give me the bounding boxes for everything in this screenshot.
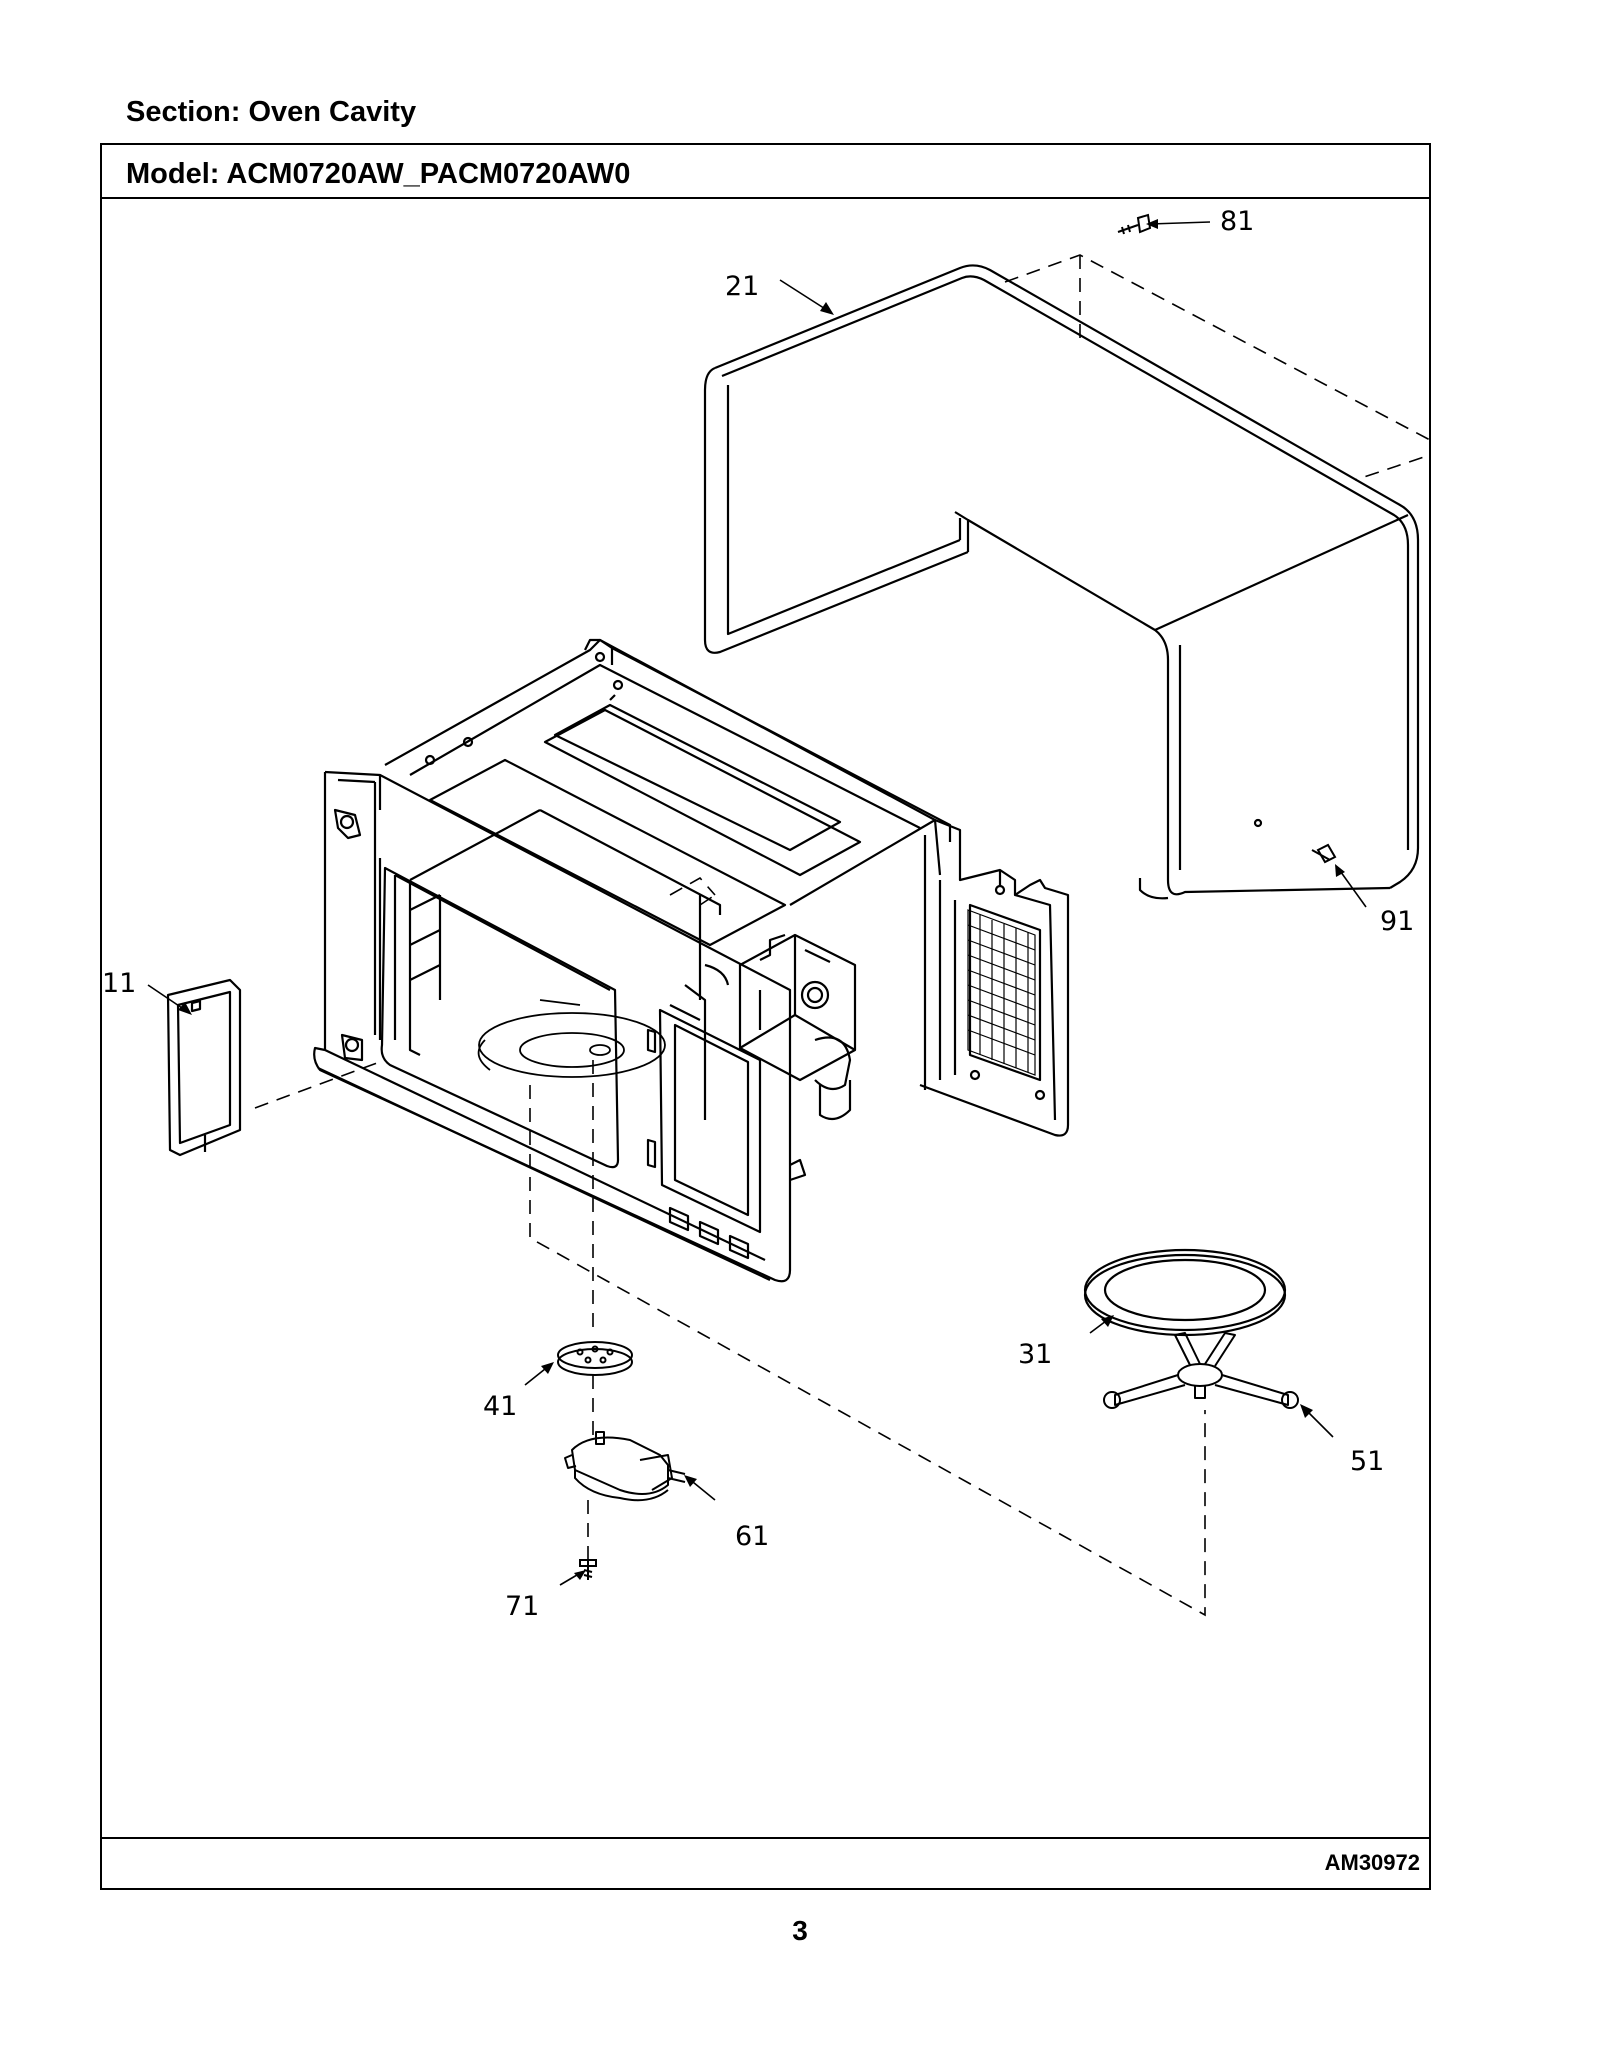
outer-cabinet-drawing <box>703 264 1420 900</box>
callout-21: 21 <box>725 271 759 302</box>
assembly-guide-lines <box>254 876 1206 1617</box>
diagram-frame <box>100 143 1431 1890</box>
glass-tray-drawing <box>1083 1248 1287 1337</box>
model-title: Model: ACM0720AW_PACM0720AW0 <box>126 158 631 190</box>
section-title: Section: Oven Cavity <box>126 96 417 128</box>
leader-arrowheads <box>178 219 1345 1580</box>
callout-41: 41 <box>483 1391 517 1422</box>
choke-cover-drawing <box>166 978 242 1157</box>
screw-81-drawing <box>1117 213 1152 235</box>
callout-81: 81 <box>1220 206 1254 237</box>
turntable-motor-drawing <box>564 1431 686 1502</box>
oven-cavity-drawing <box>313 638 1070 1283</box>
leader-lines <box>147 221 1367 1586</box>
title-divider <box>100 197 1431 199</box>
screw-71-drawing <box>579 1559 597 1580</box>
coupler-drawing <box>557 1341 633 1376</box>
callout-51: 51 <box>1350 1446 1384 1477</box>
callout-91: 91 <box>1380 906 1414 937</box>
cabinet-guide-lines <box>1004 254 1431 740</box>
callout-11: 11 <box>102 968 136 999</box>
cavity-turntable-drawing <box>477 999 666 1078</box>
callout-61: 61 <box>735 1521 769 1552</box>
page-number: 3 <box>792 1915 808 1946</box>
screw-91-drawing <box>1311 843 1337 864</box>
callout-31: 31 <box>1018 1339 1052 1370</box>
side-vent-grid <box>967 909 1036 1076</box>
document-code: AM30972 <box>1324 1850 1420 1875</box>
footer-divider <box>100 1837 1431 1839</box>
roller-ring-drawing <box>1103 1332 1299 1409</box>
callout-71: 71 <box>505 1591 539 1622</box>
